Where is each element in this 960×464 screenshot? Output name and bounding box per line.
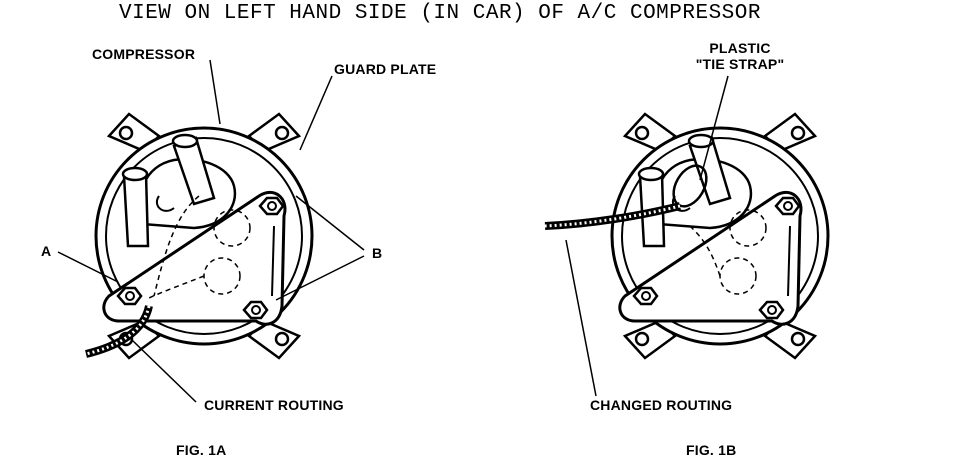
label-guard-plate: GUARD PLATE [334,61,437,77]
diagram-title: VIEW ON LEFT HAND SIDE (IN CAR) OF A/C C… [118,2,761,25]
label-a: A [41,243,52,259]
label-changed-routing: CHANGED ROUTING [590,397,733,413]
fig-1a-drawing [85,112,314,360]
label-current-routing: CURRENT ROUTING [204,397,344,413]
label-plastic: PLASTIC [709,40,771,56]
figure-caption-1b: FIG. 1B [686,442,737,458]
fig-1b-drawing [544,112,830,360]
label-tie-strap: "TIE STRAP" [695,56,785,72]
label-compressor: COMPRESSOR [92,46,196,62]
figure-caption-1a: FIG. 1A [176,442,227,458]
label-b: B [372,245,383,261]
